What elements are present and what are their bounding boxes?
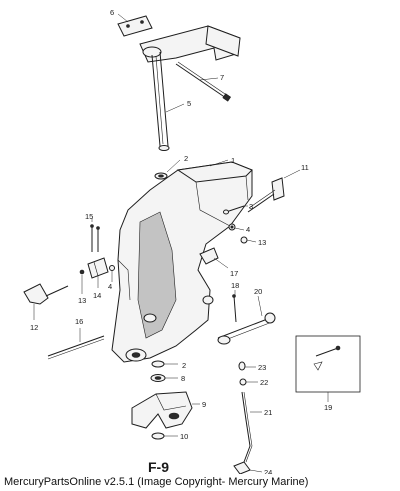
part-20-lever xyxy=(217,295,276,345)
part-3-pin xyxy=(223,205,248,215)
copyright-footer: MercuryPartsOnline v2.5.1 (Image Copyrig… xyxy=(0,474,400,491)
part-21-shift-rod xyxy=(241,391,262,463)
callout-20: 20 xyxy=(254,287,262,296)
callout-1: 1 xyxy=(231,156,235,165)
figure-label: F-9 xyxy=(148,459,169,475)
callout-18: 18 xyxy=(231,281,239,290)
callout-17: 17 xyxy=(230,269,238,278)
callout-21: 21 xyxy=(264,408,272,417)
part-4-nut-left xyxy=(109,265,115,282)
part-6-plate xyxy=(117,13,153,37)
part-19-inset xyxy=(295,335,361,402)
part-2-washer-top xyxy=(154,159,181,180)
callout-7: 7 xyxy=(220,73,224,82)
part-24-clip xyxy=(233,461,263,475)
callout-5: 5 xyxy=(187,99,191,108)
part-17-fitting xyxy=(199,247,229,269)
part-1-swivel-bracket xyxy=(111,159,253,363)
part-8-bushing xyxy=(150,374,178,382)
callout-11: 11 xyxy=(301,163,309,172)
part-13-nut-right xyxy=(240,236,257,244)
callout-3: 3 xyxy=(249,202,253,211)
part-13-nut-left xyxy=(79,269,85,294)
callout-14: 14 xyxy=(93,291,101,300)
callout-10: 10 xyxy=(180,432,188,441)
part-11-bolt xyxy=(247,169,301,213)
part-23-link xyxy=(238,361,256,371)
part-15-pins xyxy=(90,218,100,252)
part-9-lower-yoke xyxy=(131,391,200,429)
part-2-washer-lower xyxy=(151,360,178,368)
callout-4-left: 4 xyxy=(108,282,112,291)
callout-22: 22 xyxy=(260,378,268,387)
callout-23: 23 xyxy=(258,363,266,372)
part-14-connector xyxy=(87,257,109,288)
part-5-steering-arm xyxy=(139,25,241,151)
part-12-clip xyxy=(23,283,69,320)
part-10-washer xyxy=(151,432,178,440)
part-4-nut-right xyxy=(228,223,245,231)
callout-15: 15 xyxy=(85,212,93,221)
callout-2-top: 2 xyxy=(184,154,188,163)
callout-8: 8 xyxy=(181,374,185,383)
callout-13-right: 13 xyxy=(258,238,266,247)
callout-2-lower: 2 xyxy=(182,361,186,370)
callout-6: 6 xyxy=(110,8,114,17)
part-7-bolt xyxy=(175,61,232,102)
callout-16: 16 xyxy=(75,317,83,326)
part-22-washer xyxy=(239,378,258,386)
callout-19: 19 xyxy=(324,403,332,412)
part-16-rod xyxy=(47,328,105,360)
callout-13-left: 13 xyxy=(78,296,86,305)
callout-9: 9 xyxy=(202,400,206,409)
callout-24: 24 xyxy=(264,468,272,477)
callout-12: 12 xyxy=(30,323,38,332)
callout-4-right: 4 xyxy=(246,225,250,234)
part-18-pin xyxy=(232,290,237,323)
